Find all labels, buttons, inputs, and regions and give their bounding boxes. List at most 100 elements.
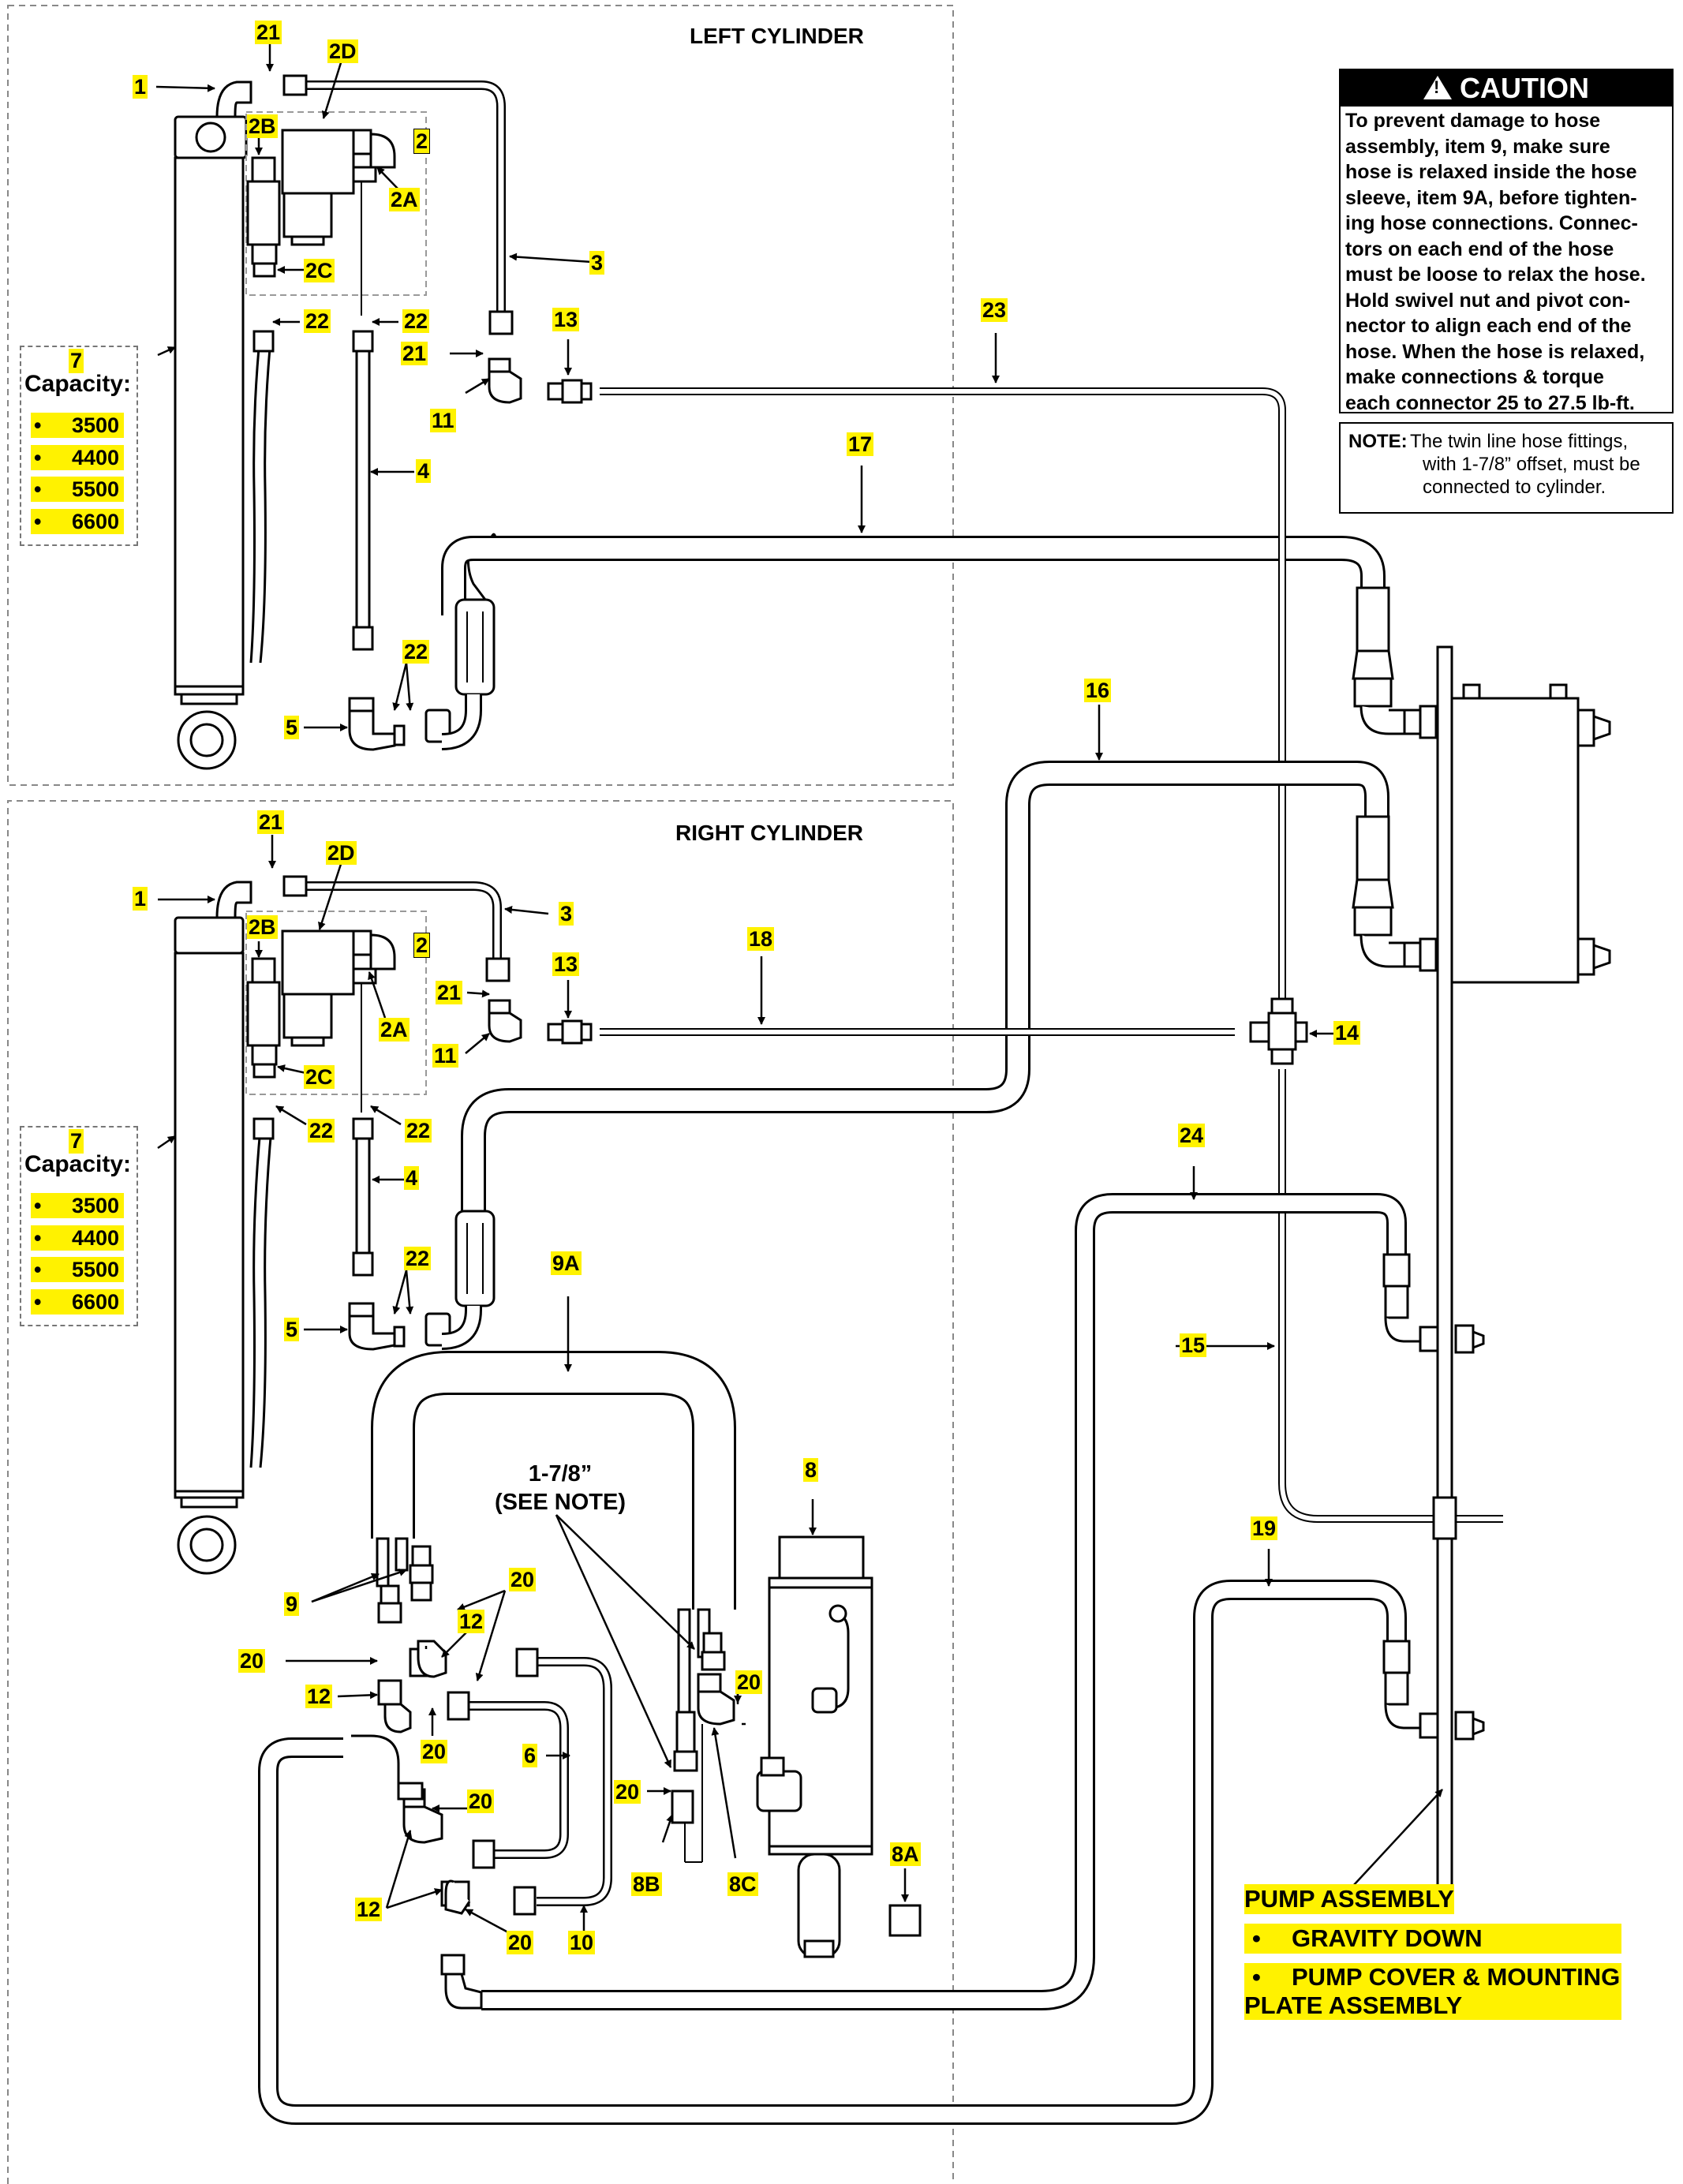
callout-17: 17 (847, 432, 874, 456)
left-valve-assembly (246, 129, 396, 278)
callout-2: 2 (413, 933, 431, 958)
right-cylinder-title: RIGHT CYLINDER (675, 821, 863, 845)
capacity-value: •6600 (31, 1289, 124, 1315)
callout-11: 11 (432, 1044, 458, 1068)
callout-6: 6 (522, 1744, 538, 1767)
callout-2D: 2D (327, 39, 358, 63)
twin-hose-9-right (673, 1608, 726, 1772)
capacity-value: •6600 (31, 509, 124, 534)
caution-header: ! CAUTION (1341, 70, 1672, 107)
note-label: NOTE: (1348, 431, 1408, 452)
callout-2C: 2C (304, 259, 335, 282)
tube-6 (469, 1701, 569, 1859)
caution-box: !CAUTION To prevent damage to hose assem… (1339, 69, 1674, 414)
caution-title: CAUTION (1460, 72, 1589, 104)
callout-9A: 9A (551, 1251, 582, 1275)
reservoir-8 (756, 1535, 922, 1958)
note-text: The twin line hose fittings, with 1-7/8”… (1410, 431, 1640, 498)
warning-triangle-icon: ! (1423, 76, 1452, 99)
callout-19: 19 (1251, 1516, 1278, 1540)
pump-mounting-plate (1432, 645, 1611, 1895)
right-valve-box-2 (245, 911, 427, 1095)
callout-22: 22 (404, 1247, 432, 1270)
capacity-item-number: 7 (69, 1129, 84, 1154)
callout-21: 21 (436, 981, 463, 1004)
callout-20: 20 (238, 1649, 266, 1673)
left-fitting-11 (488, 357, 522, 404)
pump-title: PUMP ASSEMBLY (1244, 1884, 1454, 1914)
callout-22: 22 (402, 640, 430, 664)
callout-1: 1 (133, 75, 148, 99)
right-hose-4 (252, 1117, 374, 1277)
fitting-19-end (1382, 1640, 1485, 1741)
callout-2B: 2B (247, 915, 278, 939)
right-fitting-5 (348, 1302, 451, 1351)
left-capacity-box: 7 Capacity: •3500 •4400 •5500 •6600 (20, 346, 138, 546)
fittings-12 (351, 1640, 539, 2010)
callout-10: 10 (568, 1931, 596, 1954)
callout-3: 3 (559, 902, 574, 926)
callout-22: 22 (308, 1119, 335, 1142)
right-fitting-1 (215, 881, 252, 919)
callout-21: 21 (255, 21, 282, 44)
pump-item-gravity-down: •GRAVITY DOWN (1244, 1924, 1621, 1954)
callout-2D: 2D (326, 841, 357, 865)
callout-20: 20 (421, 1740, 448, 1763)
callout-3: 3 (589, 251, 605, 275)
callout-2: 2 (413, 129, 431, 154)
left-cylinder-title: LEFT CYLINDER (690, 24, 864, 48)
capacity-item-number: 7 (69, 349, 84, 373)
callout-2C: 2C (304, 1065, 335, 1089)
offset-label: 1-7/8” (SEE NOTE) (495, 1461, 626, 1515)
callout-13: 13 (552, 952, 580, 976)
left-fitting-5 (348, 697, 451, 751)
callout-20: 20 (507, 1931, 534, 1954)
right-capacity-box: 7 Capacity: •3500 •4400 •5500 •6600 (20, 1126, 138, 1326)
callout-20: 20 (509, 1568, 537, 1591)
right-fitting-11 (488, 999, 522, 1043)
left-fitting-1 (215, 80, 252, 118)
callout-22: 22 (405, 1119, 432, 1142)
callout-8A: 8A (890, 1842, 921, 1866)
callout-4: 4 (404, 1166, 420, 1190)
callout-18: 18 (747, 927, 775, 951)
pump-assembly-label: PUMP ASSEMBLY •GRAVITY DOWN •PUMP COVER … (1244, 1884, 1621, 2029)
callout-23: 23 (981, 298, 1008, 322)
left-fitting-13 (547, 379, 593, 404)
right-cylinder-section-border (7, 800, 954, 2184)
callout-20: 20 (735, 1670, 763, 1694)
callout-12: 12 (355, 1898, 383, 1921)
fitting-24-end (1382, 1253, 1485, 1354)
tee-fitting-14 (1249, 997, 1308, 1065)
capacity-label: Capacity: (24, 1151, 132, 1177)
right-cylinder (174, 916, 273, 1575)
right-fitting-13 (547, 1019, 593, 1045)
note-box: NOTE: The twin line hose fittings, with … (1339, 422, 1674, 514)
left-cylinder (174, 115, 273, 770)
capacity-value: •3500 (31, 413, 124, 438)
hose-16 (441, 761, 1438, 1350)
callout-2B: 2B (247, 114, 278, 138)
capacity-value: •3500 (31, 1193, 124, 1218)
capacity-value: •5500 (31, 1257, 124, 1282)
right-valve-assembly (246, 929, 396, 1079)
callout-21: 21 (257, 810, 285, 834)
hose-sleeve-9A (371, 1351, 736, 1610)
callout-8: 8 (803, 1458, 819, 1482)
capacity-value: •5500 (31, 477, 124, 502)
capacity-value: •4400 (31, 445, 124, 470)
callout-9: 9 (284, 1592, 300, 1616)
callout-12: 12 (458, 1610, 485, 1633)
callout-14: 14 (1333, 1021, 1361, 1045)
callout-20: 20 (614, 1780, 641, 1804)
callout-12: 12 (305, 1685, 333, 1708)
callout-24: 24 (1178, 1124, 1206, 1147)
left-valve-box-2 (245, 111, 427, 296)
callout-2A: 2A (389, 188, 420, 211)
left-hose-17 (441, 533, 1438, 750)
fittings-8C (671, 1673, 735, 1824)
capacity-label: Capacity: (24, 371, 132, 397)
line-24 (481, 1193, 1407, 2010)
